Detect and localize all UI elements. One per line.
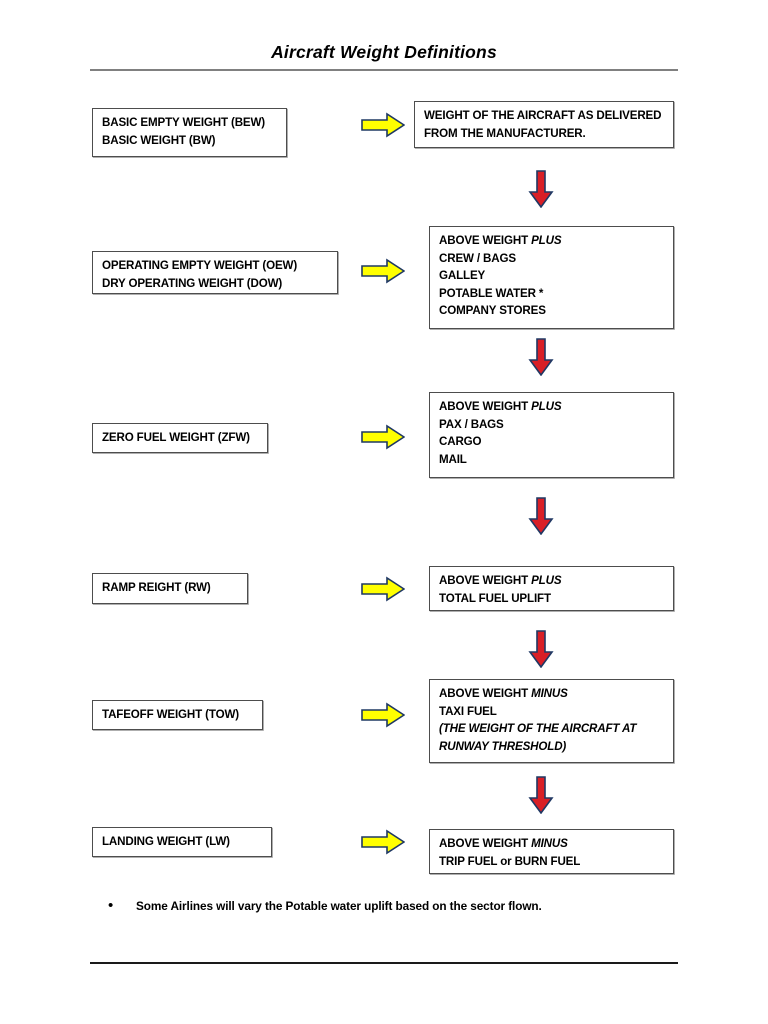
weight-definition-box-4: ABOVE WEIGHT PLUS TOTAL FUEL UPLIFT xyxy=(429,566,674,611)
footer-divider xyxy=(90,962,678,964)
weight-definition-box-2: ABOVE WEIGHT PLUS CREW / BAGS GALLEY POT… xyxy=(429,226,674,329)
definition-line: CREW / BAGS xyxy=(439,251,516,265)
weight-definition-box-6: ABOVE WEIGHT MINUS TRIP FUEL or BURN FUE… xyxy=(429,829,674,874)
definition-line: WEIGHT OF THE AIRCRAFT AS DELIVERED xyxy=(424,109,662,122)
definition-line: TAXI FUEL xyxy=(439,704,497,718)
definition-line: TOTAL FUEL UPLIFT xyxy=(439,591,551,605)
red-down-arrow-icon xyxy=(528,338,554,376)
definition-line: MAIL xyxy=(439,452,467,466)
yellow-right-arrow-icon xyxy=(361,424,405,450)
weight-term-line: BASIC WEIGHT (BW) xyxy=(102,133,216,147)
yellow-right-arrow-icon xyxy=(361,258,405,284)
definition-line: GALLEY xyxy=(439,269,486,283)
weight-term-line: BASIC EMPTY WEIGHT (BEW) xyxy=(102,116,266,129)
red-down-arrow-icon xyxy=(528,497,554,535)
weight-term-line: OPERATING EMPTY WEIGHT (OEW) xyxy=(102,259,298,272)
definition-line: RUNWAY THRESHOLD) xyxy=(439,739,567,753)
weight-term-box-5: TAFEOFF WEIGHT (TOW) xyxy=(92,700,263,730)
footnote-text: Some Airlines will vary the Potable wate… xyxy=(136,899,542,913)
definition-line: FROM THE MANUFACTURER. xyxy=(424,126,586,140)
weight-term-box-3: ZERO FUEL WEIGHT (ZFW) xyxy=(92,423,268,453)
weight-definition-box-3: ABOVE WEIGHT PLUS PAX / BAGS CARGO MAIL xyxy=(429,392,674,478)
header-divider xyxy=(90,69,678,71)
weight-term-line: LANDING WEIGHT (LW) xyxy=(102,835,230,848)
definition-line: ABOVE WEIGHT PLUS xyxy=(439,234,562,247)
definition-line: CARGO xyxy=(439,435,482,449)
definition-line: ABOVE WEIGHT MINUS xyxy=(439,687,568,700)
yellow-right-arrow-icon xyxy=(361,576,405,602)
definition-line: POTABLE WATER * xyxy=(439,286,544,300)
definition-line: ABOVE WEIGHT PLUS xyxy=(439,574,562,587)
red-down-arrow-icon xyxy=(528,630,554,668)
definition-line: ABOVE WEIGHT MINUS xyxy=(439,837,568,850)
page-title: Aircraft Weight Definitions xyxy=(271,42,497,62)
definition-line: ABOVE WEIGHT PLUS xyxy=(439,400,562,413)
yellow-right-arrow-icon xyxy=(361,112,405,138)
footnote: • Some Airlines will vary the Potable wa… xyxy=(108,898,668,914)
yellow-right-arrow-icon xyxy=(361,829,405,855)
yellow-right-arrow-icon xyxy=(361,702,405,728)
weight-term-line: RAMP REIGHT (RW) xyxy=(102,581,211,594)
bullet-icon: • xyxy=(108,897,114,914)
weight-term-box-2: OPERATING EMPTY WEIGHT (OEW) DRY OPERATI… xyxy=(92,251,338,294)
weight-term-box-1: BASIC EMPTY WEIGHT (BEW) BASIC WEIGHT (B… xyxy=(92,108,287,157)
weight-definition-box-1: WEIGHT OF THE AIRCRAFT AS DELIVERED FROM… xyxy=(414,101,674,148)
weight-term-line: ZERO FUEL WEIGHT (ZFW) xyxy=(102,431,250,444)
weight-definition-box-5: ABOVE WEIGHT MINUS TAXI FUEL (THE WEIGHT… xyxy=(429,679,674,763)
definition-line: TRIP FUEL or BURN FUEL xyxy=(439,854,581,868)
weight-term-box-6: LANDING WEIGHT (LW) xyxy=(92,827,272,857)
definition-line: (THE WEIGHT OF THE AIRCRAFT AT xyxy=(439,722,637,736)
red-down-arrow-icon xyxy=(528,776,554,814)
weight-term-line: DRY OPERATING WEIGHT (DOW) xyxy=(102,276,283,290)
definition-line: PAX / BAGS xyxy=(439,417,504,431)
definition-line: COMPANY STORES xyxy=(439,304,546,318)
red-down-arrow-icon xyxy=(528,170,554,208)
weight-term-box-4: RAMP REIGHT (RW) xyxy=(92,573,248,604)
weight-term-line: TAFEOFF WEIGHT (TOW) xyxy=(102,708,239,721)
